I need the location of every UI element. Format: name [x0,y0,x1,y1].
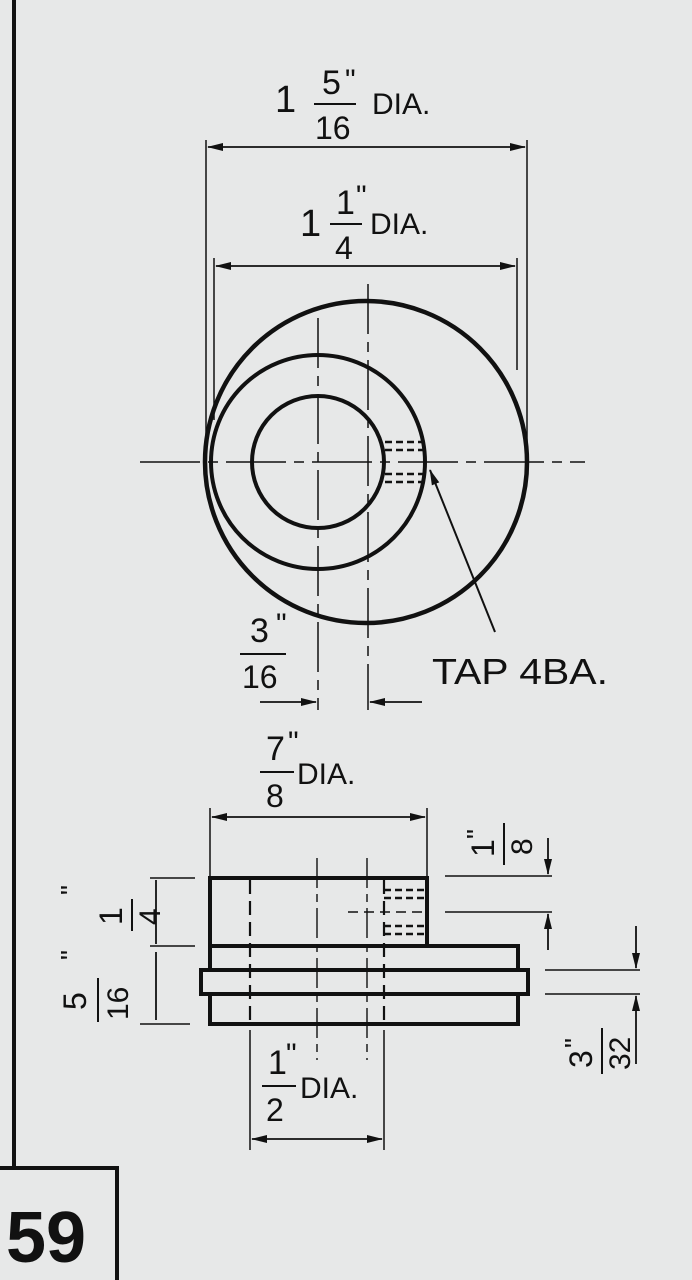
inner-dia-dimension: 1 1 " 4 DIA. [213,180,518,420]
side-tapped-hole-hidden-lines [348,888,425,936]
tap-label: TAP 4BA. [432,651,608,692]
bore-dia-dimension: 1 " 2 DIA. [249,1030,385,1150]
base-outline [208,992,520,1026]
offset-den: 16 [242,659,278,695]
flange-thickness-dimension: 3 " 32 [545,926,640,1074]
tapped-hole-hidden-lines [385,440,425,484]
boss-height-inch: " [55,885,86,895]
outer-dia-whole: 1 [275,79,296,121]
bore-dia-num: 1 [268,1044,287,1082]
bore-dia-inch: " [286,1038,297,1071]
total-height-dimension: 5 16 " [55,950,190,1025]
hole-offset-dimension: 1 " 8 [445,823,552,950]
flange-thickness-den: 32 [604,1037,637,1070]
flange-thickness-num: 3 [563,1050,599,1068]
hole-offset-num: 1 [465,839,501,857]
boss-height-den: 4 [134,908,167,925]
boss-dia-suffix: DIA. [297,758,355,791]
total-height-num: 5 [57,992,93,1010]
total-height-den: 16 [102,987,135,1020]
boss-dia-num: 7 [266,730,285,768]
inner-dia-suffix: DIA. [370,208,428,241]
offset-inch: " [276,608,287,641]
inner-dia-inch: " [356,180,367,213]
bore-dia-den: 2 [266,1092,284,1128]
inner-dia-num: 1 [336,184,355,222]
inner-dia-den: 4 [335,230,353,266]
boss-outline [208,876,429,948]
hole-offset-den: 8 [506,838,539,855]
boss-height-dimension: 1 4 " [55,877,195,947]
outer-dia-inch: " [345,64,356,97]
outer-dia-den: 16 [315,110,351,146]
flange-outline [208,944,520,972]
boss-dia-den: 8 [266,778,284,814]
outer-dia-suffix: DIA. [372,88,430,121]
figure-number-box: 59 [0,1166,119,1280]
boss-dia-dimension: 7 " 8 DIA. [209,726,428,876]
outer-dia-num: 5 [322,64,341,102]
boss-height-num: 1 [93,907,129,925]
tap-leader: TAP 4BA. [429,469,608,692]
boss-dia-inch: " [288,726,299,759]
top-view: 1 5 " 16 DIA. 1 1 " 4 DIA. [140,64,608,710]
inner-dia-whole: 1 [300,203,321,245]
bore-dia-suffix: DIA. [300,1072,358,1105]
outer-dia-dimension: 1 5 " 16 DIA. [205,64,528,462]
flange-thickness-inch: " [559,1038,590,1048]
offset-dimension: 3 " 16 [240,608,422,706]
hole-offset-inch: " [461,829,492,839]
side-view: 7 " 8 DIA. 1 [55,726,640,1150]
total-height-inch: " [55,950,86,960]
offset-num: 3 [250,612,269,650]
figure-number: 59 [6,1198,86,1278]
